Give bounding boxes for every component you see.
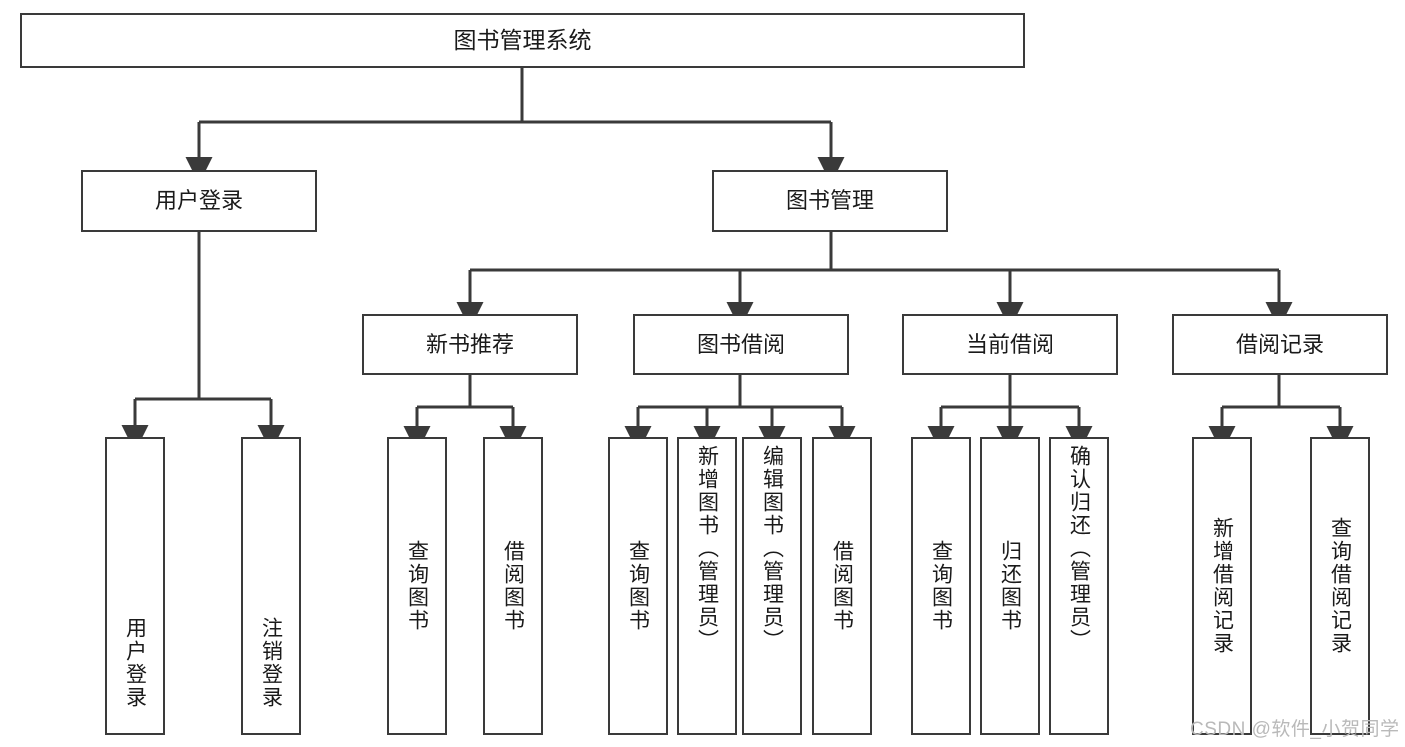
leaf-borrow-edit-book-admin[interactable]: 编辑图书（管理员） bbox=[742, 437, 802, 735]
leaf-record-add-record[interactable]: 新增借阅记录 bbox=[1192, 437, 1252, 735]
node-borrow-record[interactable]: 借阅记录 bbox=[1172, 314, 1388, 375]
node-root-system[interactable]: 图书管理系统 bbox=[20, 13, 1025, 68]
node-new-book-recommend[interactable]: 新书推荐 bbox=[362, 314, 578, 375]
leaf-recommend-query-book[interactable]: 查询图书 bbox=[387, 437, 447, 735]
leaf-user-login-signout[interactable]: 注销登录 bbox=[241, 437, 301, 735]
node-label: 新增借阅记录 bbox=[1210, 517, 1234, 655]
leaf-borrow-add-book-admin[interactable]: 新增图书（管理员） bbox=[677, 437, 737, 735]
watermark-text: CSDN @软件_小贺同学 bbox=[1190, 719, 1400, 740]
node-label: 注销登录 bbox=[259, 617, 283, 709]
node-book-borrow[interactable]: 图书借阅 bbox=[633, 314, 849, 375]
node-label: 新书推荐 bbox=[425, 331, 514, 357]
node-label: 查询图书 bbox=[929, 540, 953, 632]
leaf-current-return-book[interactable]: 归还图书 bbox=[980, 437, 1040, 735]
leaf-user-login-signin[interactable]: 用户登录 bbox=[105, 437, 165, 735]
node-label: 归还图书 bbox=[998, 540, 1022, 632]
node-label: 编辑图书（管理员） bbox=[760, 445, 784, 652]
node-label: 查询图书 bbox=[405, 540, 429, 632]
node-label: 图书借阅 bbox=[696, 331, 785, 357]
node-label: 用户登录 bbox=[123, 617, 147, 709]
leaf-current-query-book[interactable]: 查询图书 bbox=[911, 437, 971, 735]
node-label: 查询图书 bbox=[626, 540, 650, 632]
node-label: 借阅图书 bbox=[830, 540, 854, 632]
leaf-record-query-record[interactable]: 查询借阅记录 bbox=[1310, 437, 1370, 735]
node-book-management[interactable]: 图书管理 bbox=[712, 170, 948, 232]
node-label: 查询借阅记录 bbox=[1328, 517, 1352, 655]
leaf-borrow-query-book[interactable]: 查询图书 bbox=[608, 437, 668, 735]
node-label: 当前借阅 bbox=[965, 331, 1054, 357]
leaf-borrow-borrow-book[interactable]: 借阅图书 bbox=[812, 437, 872, 735]
leaf-current-confirm-return-admin[interactable]: 确认归还（管理员） bbox=[1049, 437, 1109, 735]
node-label: 用户登录 bbox=[154, 188, 243, 214]
node-label: 借阅记录 bbox=[1235, 331, 1324, 357]
node-current-borrow[interactable]: 当前借阅 bbox=[902, 314, 1118, 375]
node-label: 图书管理 bbox=[785, 188, 874, 214]
leaf-recommend-borrow-book[interactable]: 借阅图书 bbox=[483, 437, 543, 735]
node-label: 确认归还（管理员） bbox=[1067, 445, 1091, 652]
node-label: 图书管理系统 bbox=[453, 26, 592, 53]
node-user-login[interactable]: 用户登录 bbox=[81, 170, 317, 232]
node-label: 新增图书（管理员） bbox=[695, 445, 719, 652]
node-label: 借阅图书 bbox=[501, 540, 525, 632]
